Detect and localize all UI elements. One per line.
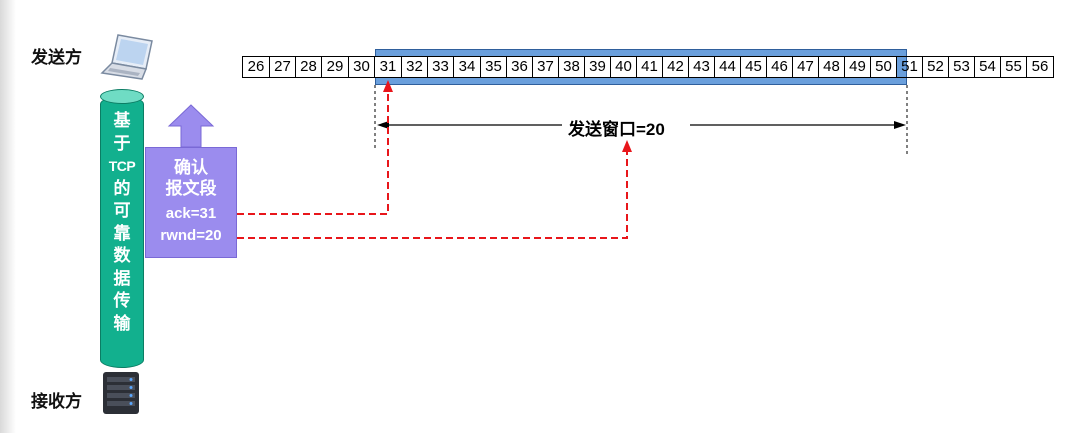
seq-cell: 28 (296, 57, 322, 77)
rwnd-dashed-arrow (237, 146, 628, 239)
left-edge-shade (0, 0, 16, 433)
seq-cell: 38 (559, 57, 585, 77)
seq-cell: 49 (845, 57, 871, 77)
window-arrow-left-head (377, 121, 389, 129)
pillar-char: 基 (113, 111, 131, 130)
seq-cell: 41 (637, 57, 663, 77)
pillar-cap (100, 89, 144, 104)
seq-cell: 35 (481, 57, 507, 77)
seq-cell: 53 (949, 57, 975, 77)
seq-cell: 29 (322, 57, 349, 77)
seq-cell: 43 (689, 57, 715, 77)
seq-cell: 55 (1001, 57, 1027, 77)
seq-cell: 30 (349, 57, 375, 77)
seq-cell: 46 (767, 57, 793, 77)
seq-cell: 52 (923, 57, 949, 77)
seq-cell: 40 (611, 57, 637, 77)
seq-cell: 32 (402, 57, 428, 77)
seq-cell: 33 (428, 57, 454, 77)
server-icon (103, 372, 139, 414)
pillar-char: 的 (113, 178, 131, 198)
ack-box-line1: 确认 (174, 158, 208, 177)
receiver-label: 接收方 (31, 392, 82, 411)
window-arrow-right-head (894, 121, 906, 129)
pillar-char: 传 (113, 291, 131, 310)
send-window-label: 发送窗口=20 (562, 115, 671, 140)
seq-cell: 47 (793, 57, 819, 77)
seq-cell: 50 (871, 57, 897, 77)
seq-cell: 54 (975, 57, 1001, 77)
ack-segment-box: 确认 报文段 ack=31 rwnd=20 (145, 147, 237, 258)
seq-cell: 36 (507, 57, 533, 77)
seq-cell: 26 (243, 57, 270, 77)
pillar-caption: 基 于 TCP 的 可 靠 数 据 传 输 (100, 110, 144, 335)
pillar-char: 于 (113, 133, 131, 153)
pillar-char: 可 (113, 201, 131, 220)
pillar-char: 数 (113, 246, 131, 265)
seq-cell: 45 (741, 57, 767, 77)
pillar-char: 输 (113, 313, 131, 333)
seq-cell: 44 (715, 57, 741, 77)
pillar-char: TCP (108, 158, 136, 174)
reliable-transfer-pillar (100, 96, 144, 368)
seq-cell: 27 (270, 57, 296, 77)
ack-dashed-arrow (237, 86, 389, 215)
seq-cell: 42 (663, 57, 689, 77)
pillar-char: 靠 (113, 223, 131, 243)
seq-cell: 34 (454, 57, 481, 77)
laptop-icon (100, 34, 153, 80)
seq-cell: 48 (819, 57, 845, 77)
rwnd-arrow-head (622, 140, 632, 152)
rwnd-value: rwnd=20 (160, 227, 222, 244)
ack-value: ack=31 (165, 205, 217, 222)
ack-arrow-head (383, 80, 393, 92)
seq-cell: 37 (533, 57, 559, 77)
pillar-char: 据 (113, 268, 131, 288)
ack-box-line2: 报文段 (165, 179, 217, 198)
seq-cell: 56 (1031, 58, 1049, 75)
seq-cell: 39 (585, 57, 611, 77)
seq-cell: 31 (375, 57, 402, 77)
sender-label: 发送方 (31, 48, 82, 67)
seq-cell: 51 (897, 57, 923, 77)
